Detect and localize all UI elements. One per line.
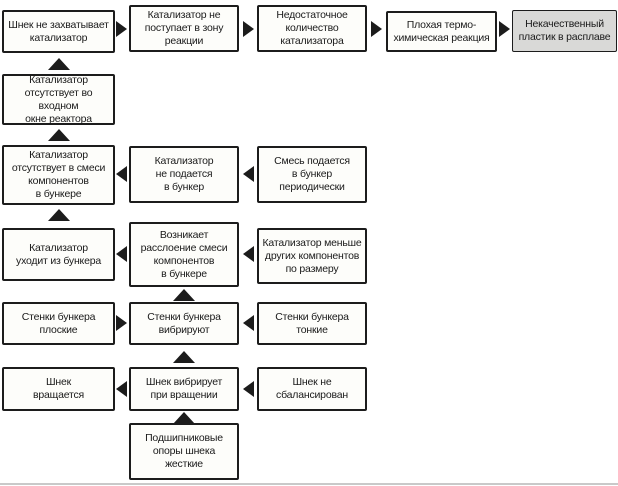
arrow-left-icon: [243, 381, 254, 397]
node-insufficient-catalyst: Недостаточное количество катализатора: [257, 5, 367, 52]
arrow-up-icon: [173, 412, 195, 424]
node-catalyst-not-fed-to-hopper: Катализатор не подается в бункер: [129, 146, 239, 203]
node-screw-vibrates-when-rotating: Шнек вибрирует при вращении: [129, 367, 239, 411]
arrow-left-icon: [243, 315, 254, 331]
arrow-up-icon: [173, 289, 195, 301]
arrow-left-icon: [243, 246, 254, 262]
arrow-right-icon: [116, 315, 127, 331]
arrow-right-icon: [499, 21, 510, 37]
arrow-up-icon: [48, 209, 70, 221]
node-catalyst-smaller-than-others: Катализатор меньше других компонентов по…: [257, 228, 367, 284]
node-catalyst-leaves-hopper: Катализатор уходит из бункера: [2, 228, 115, 281]
node-catalyst-absent-reactor-inlet: Катализатор отсутствует во входном окне …: [2, 74, 115, 125]
node-mixture-stratification: Возникает расслоение смеси компонентов в…: [129, 222, 239, 287]
arrow-right-icon: [371, 21, 382, 37]
node-defective-plastic-in-melt: Некачественный пластик в расплаве: [512, 10, 617, 52]
page-bottom-rule: [0, 483, 618, 485]
node-screw-rotates: Шнек вращается: [2, 367, 115, 411]
node-catalyst-absent-in-mixture: Катализатор отсутствует в смеси компонен…: [2, 145, 115, 205]
arrow-up-icon: [173, 351, 195, 363]
node-hopper-walls-vibrate: Стенки бункера вибрируют: [129, 302, 239, 345]
node-poor-thermochemical-reaction: Плохая термо- химическая реакция: [386, 11, 497, 52]
node-hopper-walls-thin: Стенки бункера тонкие: [257, 302, 367, 345]
arrow-left-icon: [116, 166, 127, 182]
node-catalyst-not-entering-zone: Катализатор не поступает в зону реакции: [129, 5, 239, 52]
node-bearing-supports-rigid: Подшипниковые опоры шнека жесткие: [129, 423, 239, 480]
node-screw-unbalanced: Шнек не сбалансирован: [257, 367, 367, 411]
arrow-right-icon: [243, 21, 254, 37]
node-hopper-walls-flat: Стенки бункера плоские: [2, 302, 115, 345]
node-screw-not-catching: Шнек не захватывает катализатор: [2, 10, 115, 53]
arrow-left-icon: [116, 381, 127, 397]
arrow-up-icon: [48, 58, 70, 70]
arrow-right-icon: [116, 21, 127, 37]
arrow-left-icon: [243, 166, 254, 182]
arrow-up-icon: [48, 129, 70, 141]
node-mixture-fed-periodically: Смесь подается в бункер периодически: [257, 146, 367, 203]
arrow-left-icon: [116, 246, 127, 262]
